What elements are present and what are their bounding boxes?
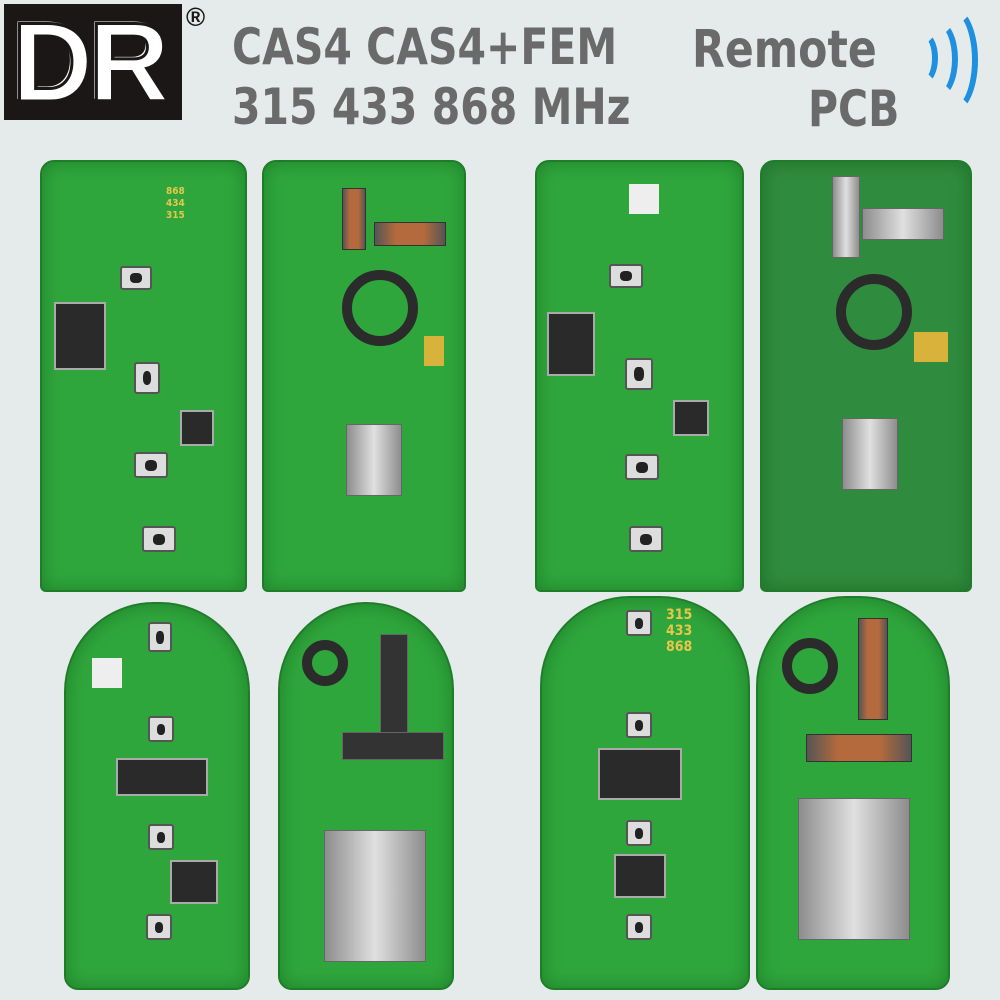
ic-chip (180, 410, 214, 446)
freq-label-315: 315 (166, 210, 185, 221)
qr-code (92, 658, 122, 688)
ic-chip (598, 748, 682, 800)
ic-chip (170, 860, 218, 904)
coil (862, 208, 944, 240)
button-switch (625, 358, 653, 390)
coil (806, 734, 912, 762)
button-switch (626, 914, 652, 940)
pcb-board-1-back (262, 160, 466, 592)
button-switch (146, 914, 172, 940)
remote-title: Remote (692, 20, 877, 80)
freq-label-434: 434 (166, 198, 185, 209)
ic-chip (673, 400, 709, 436)
pcb-board-3-back (278, 602, 454, 990)
button-switch (625, 454, 659, 480)
freq-label-433: 433 (666, 623, 693, 639)
pcb-board-1-front: 868 434 315 (40, 160, 247, 592)
coil (858, 618, 888, 720)
button-switch (609, 264, 643, 288)
button-switch (629, 526, 663, 552)
coil (342, 188, 366, 250)
dr-logo: DR (4, 0, 182, 127)
button-switch (148, 824, 174, 850)
button-switch (626, 820, 652, 846)
battery-clip (346, 424, 402, 496)
battery-clip (798, 798, 910, 940)
qr-code (629, 184, 659, 214)
coil (374, 222, 446, 246)
inductor (782, 638, 838, 694)
battery-holder (342, 270, 418, 346)
button-switch (626, 610, 652, 636)
button-switch (148, 622, 172, 652)
ic-chip (547, 312, 595, 376)
button-switch (120, 266, 152, 290)
battery-holder (836, 274, 912, 350)
pcb-board-3-front (64, 602, 250, 990)
coil (380, 634, 408, 736)
contact-pad (424, 336, 444, 366)
pcb-title: PCB (808, 80, 900, 138)
button-switch (134, 362, 160, 394)
coil (342, 732, 444, 760)
pcb-board-2-back (760, 160, 972, 592)
button-switch (142, 526, 176, 552)
freq-label-315: 315 (666, 607, 693, 623)
ic-chip (614, 854, 666, 898)
pcb-board-2-front (535, 160, 744, 592)
battery-clip (842, 418, 898, 490)
freq-label-868: 868 (666, 639, 693, 655)
contact-pad (914, 332, 948, 362)
registered-mark: ® (186, 2, 206, 32)
pcb-board-4-front: 315 433 868 (540, 596, 750, 990)
button-switch (626, 712, 652, 738)
ic-chip (54, 302, 106, 370)
ic-chip (116, 758, 208, 796)
model-title: CAS4 CAS4+FEM (232, 18, 618, 76)
frequency-title: 315 433 868 MHz (232, 78, 631, 136)
button-switch (148, 716, 174, 742)
freq-label-868: 868 (166, 186, 185, 197)
coil (832, 176, 860, 258)
battery-clip (324, 830, 426, 962)
button-switch (134, 452, 168, 478)
pcb-board-4-back (756, 596, 950, 990)
inductor (302, 640, 348, 686)
